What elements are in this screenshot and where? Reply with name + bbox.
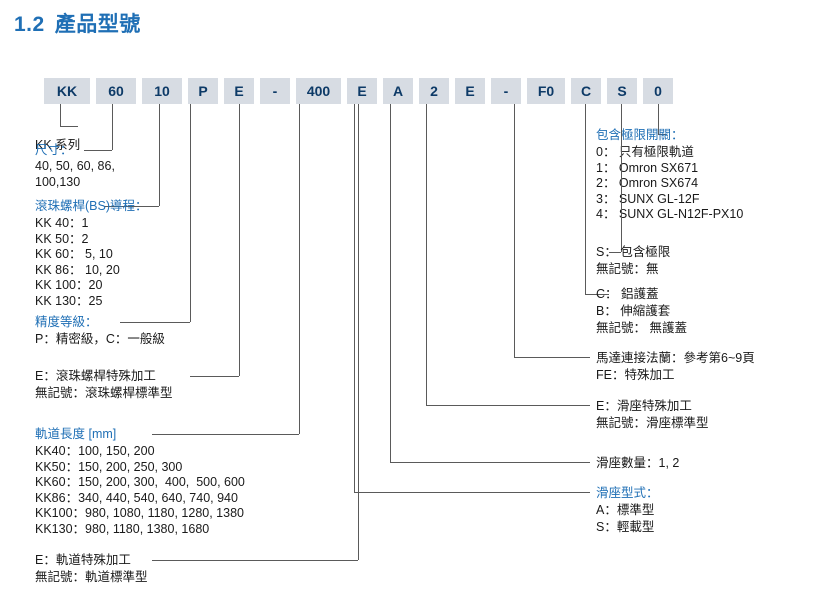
code-cell: F0 (527, 78, 565, 104)
note-slider-type-title: 滑座型式： (596, 486, 659, 500)
note-cover-none: 無記號： 無護蓋 (596, 321, 687, 335)
leader-line-bs-special (239, 104, 240, 376)
note-series: KK 系列 (35, 138, 81, 152)
code-cell: 10 (142, 78, 182, 104)
code-cell: A (383, 78, 413, 104)
page-title-number: 1.2 (14, 13, 45, 36)
leader-line-motor-flange (514, 104, 515, 357)
leader-line-size (112, 104, 113, 150)
leader-line-cover (585, 104, 586, 294)
leader-line-rail-length (299, 104, 300, 434)
leader-line-accuracy-h (120, 322, 190, 323)
note-motor-flange: 馬達連接法蘭：參考第6~9頁 (596, 351, 755, 365)
note-bs-standard: 無記號：滾珠螺桿標準型 (35, 386, 173, 400)
leader-line-rail-special-h (152, 560, 358, 561)
leader-line-size-h (84, 150, 112, 151)
code-cell: - (491, 78, 521, 104)
code-cell: E (224, 78, 254, 104)
leader-line-cover-h (585, 294, 609, 295)
page-title: 1.2 產品型號 (14, 8, 141, 38)
note-bs-special: E：滾珠螺桿特殊加工 (35, 369, 156, 383)
note-size-title: 尺寸： (35, 143, 73, 157)
note-limit-include: S： 包含極限 (596, 245, 671, 259)
leader-line-limit-include-h (609, 252, 621, 253)
code-cell: P (188, 78, 218, 104)
code-cell: 400 (296, 78, 341, 104)
note-lead-body: KK 40：1 KK 50：2 KK 60： 5, 10 KK 86： 10, … (35, 216, 120, 308)
code-cell: C (571, 78, 601, 104)
leader-line-series-h (60, 126, 78, 127)
note-cover-c: C： 鋁護蓋 (596, 287, 659, 301)
leader-line-limit-include (621, 104, 622, 252)
leader-line-slider-special-h (426, 405, 590, 406)
note-slider-count: 滑座數量：1, 2 (596, 456, 680, 470)
leader-line-slider-type-h (354, 492, 590, 493)
note-rail-body: KK40：100, 150, 200 KK50：150, 200, 250, 3… (35, 444, 245, 536)
leader-line-slider-special (426, 104, 427, 405)
code-cell: E (455, 78, 485, 104)
note-slider-type-s: S：輕載型 (596, 520, 655, 534)
note-rail-standard: 無記號：軌道標準型 (35, 570, 148, 584)
note-accuracy-title: 精度等級： (35, 315, 98, 329)
code-cell: - (260, 78, 290, 104)
note-slider-special: E：滑座特殊加工 (596, 399, 692, 413)
leader-line-motor-flange-h (514, 357, 590, 358)
note-slider-type-a: A：標準型 (596, 503, 655, 517)
leader-line-rail-length-h (152, 434, 299, 435)
note-rail-special: E：軌道特殊加工 (35, 553, 131, 567)
code-cell: 0 (643, 78, 673, 104)
note-cover-b: B： 伸縮護套 (596, 304, 671, 318)
leader-line-bs-special-h (190, 376, 239, 377)
leader-line-accuracy (190, 104, 191, 322)
leader-line-limit-switch (658, 104, 659, 134)
leader-line-slider-count (390, 104, 391, 462)
leader-line-lead (159, 104, 160, 206)
note-limit-switch-body: 0： 只有極限軌道 1： Omron SX671 2： Omron SX674 … (596, 145, 744, 221)
note-motor-fe: FE：特殊加工 (596, 368, 675, 382)
code-cell: E (347, 78, 377, 104)
note-slider-standard: 無記號：滑座標準型 (596, 416, 709, 430)
code-cell: 60 (96, 78, 136, 104)
page-title-text: 產品型號 (54, 13, 141, 36)
leader-line-series (60, 104, 61, 126)
note-accuracy-body: P：精密級，C：一般級 (35, 332, 165, 346)
note-limit-switch-title: 包含極限開關： (596, 128, 684, 142)
note-rail-title: 軌道長度 [mm] (35, 427, 117, 441)
leader-line-rail-special (358, 104, 359, 560)
code-cell: S (607, 78, 637, 104)
leader-line-lead-h (104, 206, 159, 207)
leader-line-limit-switch-h (658, 134, 666, 135)
note-size-body: 40, 50, 60, 86, 100,130 (35, 159, 115, 189)
leader-line-slider-count-h (390, 462, 590, 463)
code-cell: 2 (419, 78, 449, 104)
note-limit-none: 無記號：無 (596, 262, 659, 276)
note-lead-title: 滾珠螺桿(BS)導程： (35, 199, 148, 213)
code-cell: KK (44, 78, 90, 104)
leader-line-slider-type (354, 104, 355, 492)
